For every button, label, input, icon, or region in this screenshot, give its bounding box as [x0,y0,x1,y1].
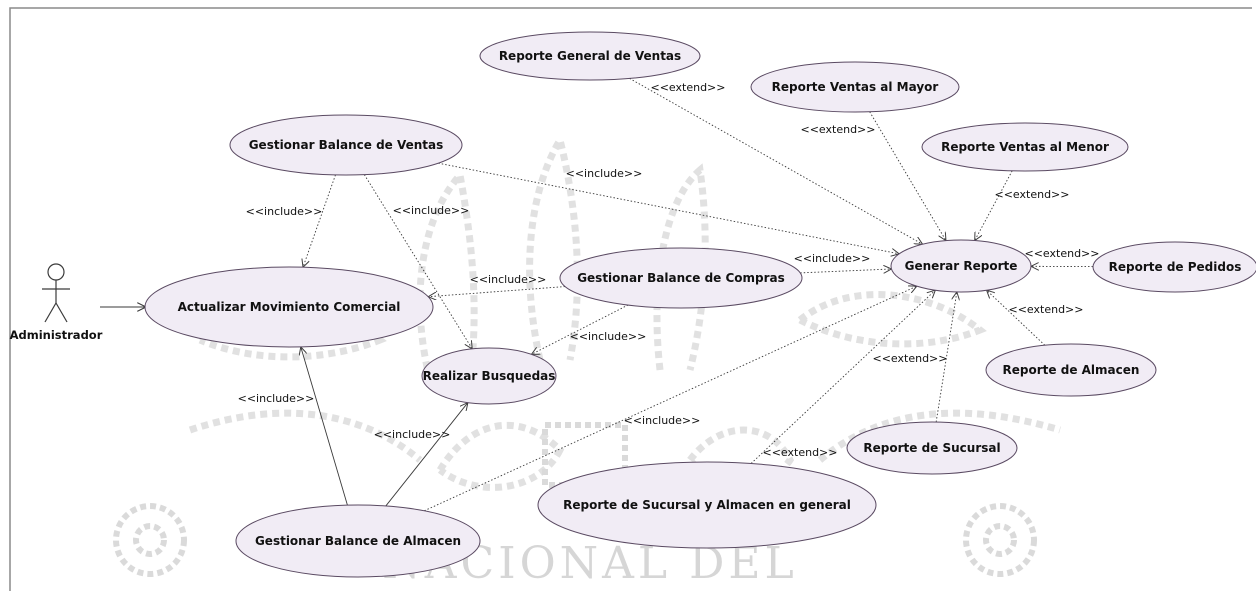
relation-rvme-gr [975,170,1013,241]
actor-label: Administrador [10,328,103,342]
actor-figure-icon [42,263,70,323]
use-case-ellipse [537,461,877,549]
use-case-ellipse [985,343,1157,397]
relation-label-r4: <<extend>> [1025,247,1100,260]
relation-label-r16: <<include>> [624,414,701,427]
relation-rgv-gr [629,78,923,244]
use-case-gbv[interactable]: Gestionar Balance de Ventas [229,114,463,176]
use-case-label: Reporte Ventas al Menor [941,140,1109,154]
use-case-ellipse [750,61,960,113]
use-case-gbc[interactable]: Gestionar Balance de Compras [559,247,803,309]
relation-rvma-gr [869,111,946,241]
use-case-ellipse [229,114,463,176]
relation-label-r8: <<include>> [566,167,643,180]
relation-label-r5: <<extend>> [1009,303,1084,316]
use-case-rp[interactable]: Reporte de Pedidos [1092,241,1256,293]
use-case-ra[interactable]: Reporte de Almacen [985,343,1157,397]
relation-gbv-rb [363,174,472,349]
relation-label-r1: <<extend>> [651,81,726,94]
relationship-labels: <<extend>> <<extend>> <<extend>> <<extend>>… [238,81,1100,459]
relation-label-r15: <<include>> [374,428,451,441]
use-case-ellipse [890,239,1032,293]
use-case-rsag[interactable]: Reporte de Sucursal y Almacen en general [537,461,877,549]
use-case-label: Actualizar Movimiento Comercial [178,300,401,314]
use-case-label: Gestionar Balance de Almacen [255,534,461,548]
relation-label-r7: <<extend>> [763,446,838,459]
use-case-rgv[interactable]: Reporte General de Ventas [479,31,701,81]
use-case-label: Generar Reporte [905,259,1018,273]
relation-label-r11: <<include>> [794,252,871,265]
relation-gba-amc [301,347,348,506]
relationship-lines [100,78,1094,512]
use-case-rs[interactable]: Reporte de Sucursal [846,421,1018,475]
use-case-ellipse [1092,241,1256,293]
relation-gbv-amc [303,174,336,267]
relation-rs-gr [935,292,957,423]
use-case-label: Reporte de Pedidos [1109,260,1242,274]
use-case-label: Gestionar Balance de Ventas [249,138,444,152]
relation-label-r3: <<extend>> [995,188,1070,201]
use-case-ellipse [559,247,803,309]
use-case-label: Reporte de Sucursal [863,441,1000,455]
relation-label-r9: <<include>> [246,205,323,218]
relation-label-r6: <<extend>> [873,352,948,365]
relation-label-r14: <<include>> [238,392,315,405]
use-case-ellipse [479,31,701,81]
relation-ra-gr [987,290,1046,346]
use-case-gr[interactable]: Generar Reporte [890,239,1032,293]
relation-label-r10: <<include>> [393,204,470,217]
relation-gbv-gr [438,162,899,254]
use-case-label: Reporte de Almacen [1003,363,1140,377]
relation-gbc-rb [531,304,629,354]
use-case-ellipse [235,504,481,578]
use-case-label: Reporte General de Ventas [499,49,681,63]
use-case-label: Realizar Busquedas [423,369,556,383]
use-case-ellipse [846,421,1018,475]
relation-label-r2: <<extend>> [801,123,876,136]
use-case-rvma[interactable]: Reporte Ventas al Mayor [750,61,960,113]
use-case-label: Gestionar Balance de Compras [577,271,785,285]
use-case-rb[interactable]: Realizar Busquedas [421,347,557,405]
use-case-rvme[interactable]: Reporte Ventas al Menor [921,122,1129,172]
use-case-label: Reporte Ventas al Mayor [772,80,939,94]
use-case-label: Reporte de Sucursal y Almacen en general [563,498,851,512]
actor-administrador[interactable]: Administrador [10,263,103,342]
use-case-ellipse [921,122,1129,172]
use-case-ellipse [421,347,557,405]
use-case-ellipse [144,266,434,348]
use-case-gba[interactable]: Gestionar Balance de Almacen [235,504,481,578]
relation-gba-gr [424,286,917,512]
relation-gba-rb [385,403,468,507]
relation-label-r12: <<include>> [470,273,547,286]
frame-border [9,7,1252,591]
relation-rsag-gr [750,290,935,464]
relation-gbc-gr [800,269,891,273]
relation-label-r13: <<include>> [570,330,647,343]
use-case-amc[interactable]: Actualizar Movimiento Comercial [144,266,434,348]
